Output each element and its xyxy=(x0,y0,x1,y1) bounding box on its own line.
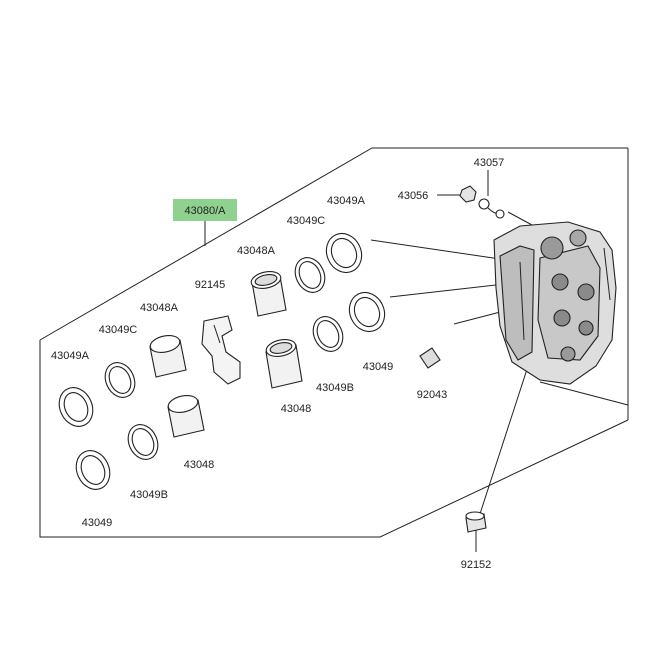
label-43048-left: 43048 xyxy=(184,459,215,471)
piston-43048-left xyxy=(167,395,205,438)
label-92152: 92152 xyxy=(461,559,492,571)
seal-43049A-top xyxy=(325,232,363,274)
seal-43049-right xyxy=(348,291,386,333)
bleed-nut-43056 xyxy=(459,185,477,203)
label-43057: 43057 xyxy=(474,157,505,169)
assembly-box xyxy=(39,147,629,538)
pad-pin-92043 xyxy=(419,328,472,369)
piston-43048A-left xyxy=(149,335,187,378)
label-92043: 92043 xyxy=(417,389,448,401)
seal-43049-left xyxy=(75,450,111,490)
seal-43049C-left xyxy=(104,362,136,398)
piston-43048A-top xyxy=(250,271,287,317)
assembly-label-highlight xyxy=(173,199,237,221)
label-43049-right: 43049 xyxy=(363,361,394,373)
assembly-label-43080A: 43080/A xyxy=(173,199,237,221)
bleed-cap-43057 xyxy=(478,198,505,219)
piston-43048-right xyxy=(265,339,303,389)
caliper-body xyxy=(493,221,617,385)
seal-43049B-right xyxy=(312,316,344,352)
pad-spring-92145 xyxy=(201,315,241,385)
label-43049A-top: 43049A xyxy=(327,195,366,207)
label-43049C-top: 43049C xyxy=(287,215,326,227)
label-43048A-left: 43048A xyxy=(140,302,179,314)
seal-43049B-left xyxy=(127,424,159,460)
label-43048-right: 43048 xyxy=(281,403,312,415)
label-92145: 92145 xyxy=(195,279,226,291)
assembly-label-text: 43080/A xyxy=(185,205,227,217)
label-43049A-left: 43049A xyxy=(51,350,90,362)
seal-43049A-left xyxy=(58,387,94,427)
seal-43049C-top xyxy=(294,257,326,293)
label-43048A-top: 43048A xyxy=(237,245,276,257)
label-43049C-left: 43049C xyxy=(99,324,138,336)
label-43056: 43056 xyxy=(398,190,429,202)
label-43049-left: 43049 xyxy=(82,517,113,529)
label-43049B-right: 43049B xyxy=(316,382,354,394)
collar-92152 xyxy=(465,511,487,533)
label-43049B-left: 43049B xyxy=(130,489,168,501)
